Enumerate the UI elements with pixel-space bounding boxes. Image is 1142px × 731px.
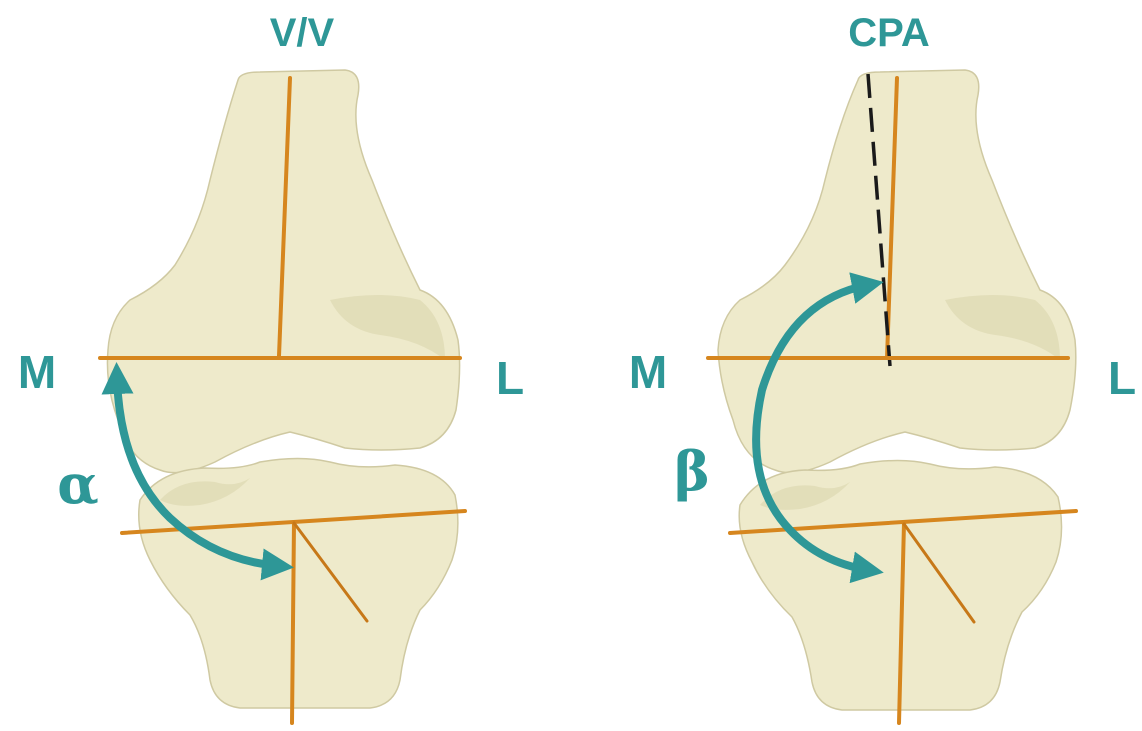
- alpha-symbol: α: [57, 452, 99, 516]
- lateral-label-right: L: [1108, 352, 1136, 404]
- panel-cpa: CPA M L β: [629, 11, 1136, 723]
- panel-title-cpa: CPA: [848, 11, 929, 55]
- beta-symbol: β: [674, 439, 710, 503]
- medial-label-right: M: [629, 346, 667, 398]
- medial-label-left: M: [18, 346, 56, 398]
- tibial-shaft-axis: [292, 522, 294, 723]
- panel-vv: V/V M L α: [18, 11, 524, 723]
- panel-title-vv: V/V: [270, 11, 335, 55]
- lateral-label-left: L: [496, 352, 524, 404]
